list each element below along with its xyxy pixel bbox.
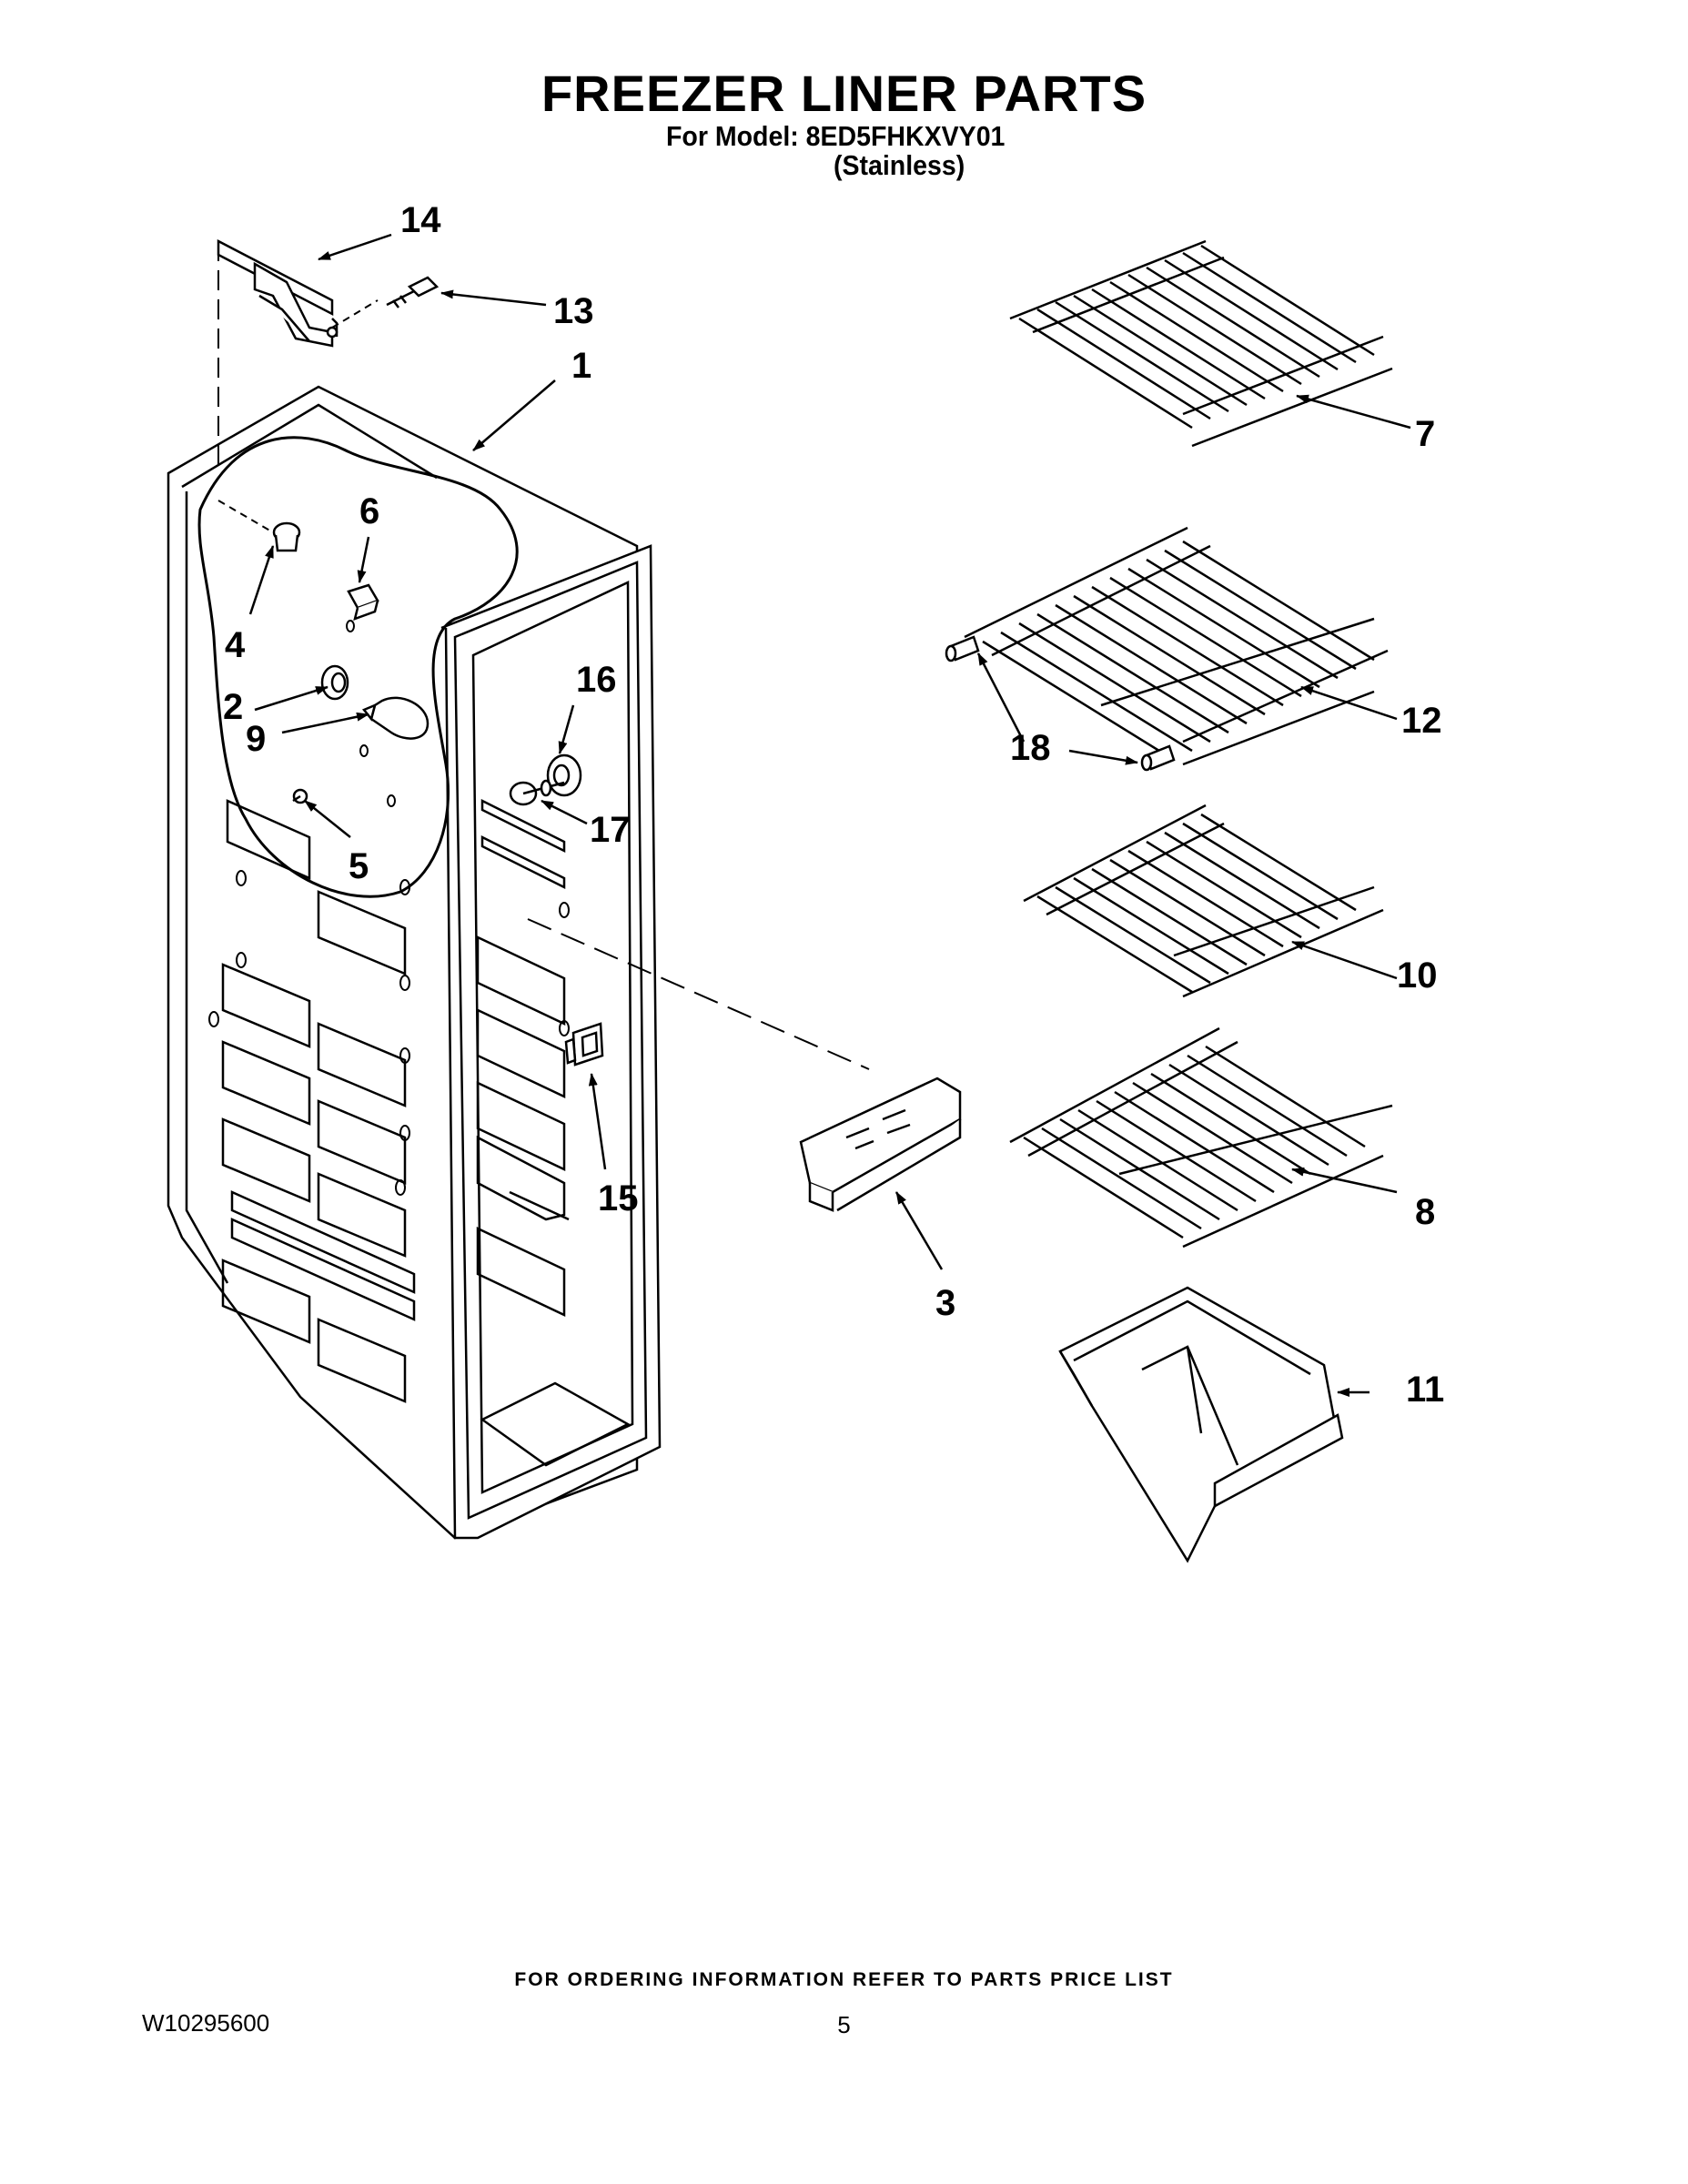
wire-shelf-7 bbox=[1009, 239, 1393, 448]
freezer-liner bbox=[167, 385, 662, 1540]
callout-13: 13 bbox=[553, 291, 594, 331]
callout-10: 10 bbox=[1397, 956, 1438, 996]
callout-17: 17 bbox=[590, 810, 631, 850]
model-finish: (Stainless) bbox=[834, 149, 965, 181]
wire-shelf-10 bbox=[1023, 804, 1384, 998]
ordering-note: FOR ORDERING INFORMATION REFER TO PARTS … bbox=[514, 1969, 1174, 1990]
part-9-bulb bbox=[361, 696, 430, 740]
part-6-clip bbox=[347, 583, 379, 621]
part-2-socket bbox=[320, 664, 349, 701]
part-3-cover bbox=[799, 1077, 962, 1212]
leader-arrows bbox=[248, 233, 1411, 1397]
part-18-shelf-support bbox=[945, 635, 1176, 772]
part-11-bin bbox=[1058, 1286, 1344, 1563]
part-13-screw bbox=[386, 276, 440, 308]
wire-shelf-8 bbox=[1009, 1026, 1393, 1249]
callout-11: 11 bbox=[1406, 1370, 1444, 1410]
page-title: FREEZER LINER PARTS bbox=[541, 65, 1147, 122]
callout-8: 8 bbox=[1415, 1192, 1435, 1232]
callout-18: 18 bbox=[1010, 728, 1051, 768]
callout-4: 4 bbox=[225, 625, 246, 665]
part-14-bracket bbox=[217, 238, 339, 348]
callout-3: 3 bbox=[935, 1283, 955, 1323]
wire-shelf-12 bbox=[964, 526, 1389, 766]
callout-15: 15 bbox=[598, 1178, 639, 1218]
right-wall-vents bbox=[476, 798, 566, 1317]
liner-holes bbox=[208, 620, 570, 1196]
part-4-button bbox=[272, 521, 301, 552]
callout-16: 16 bbox=[576, 660, 617, 700]
part-5-pin bbox=[292, 788, 308, 804]
part-17-fastener bbox=[509, 779, 565, 806]
callout-9: 9 bbox=[246, 719, 266, 759]
part-15-connector bbox=[564, 1022, 604, 1067]
callout-5: 5 bbox=[349, 846, 369, 886]
callout-12: 12 bbox=[1401, 701, 1442, 741]
part-16-grommet bbox=[546, 753, 582, 797]
callout-6: 6 bbox=[359, 491, 379, 531]
callout-2: 2 bbox=[223, 687, 243, 727]
callout-labels: 1 2 3 4 5 6 7 8 9 10 11 12 13 14 15 16 1… bbox=[223, 200, 1444, 1410]
callout-7: 7 bbox=[1415, 414, 1435, 454]
model-number: For Model: 8ED5FHKXVY01 bbox=[666, 120, 1006, 152]
callout-14: 14 bbox=[400, 200, 441, 240]
document-id: W10295600 bbox=[142, 2009, 270, 2037]
callout-1: 1 bbox=[571, 346, 591, 386]
page-number: 5 bbox=[837, 2011, 851, 2038]
